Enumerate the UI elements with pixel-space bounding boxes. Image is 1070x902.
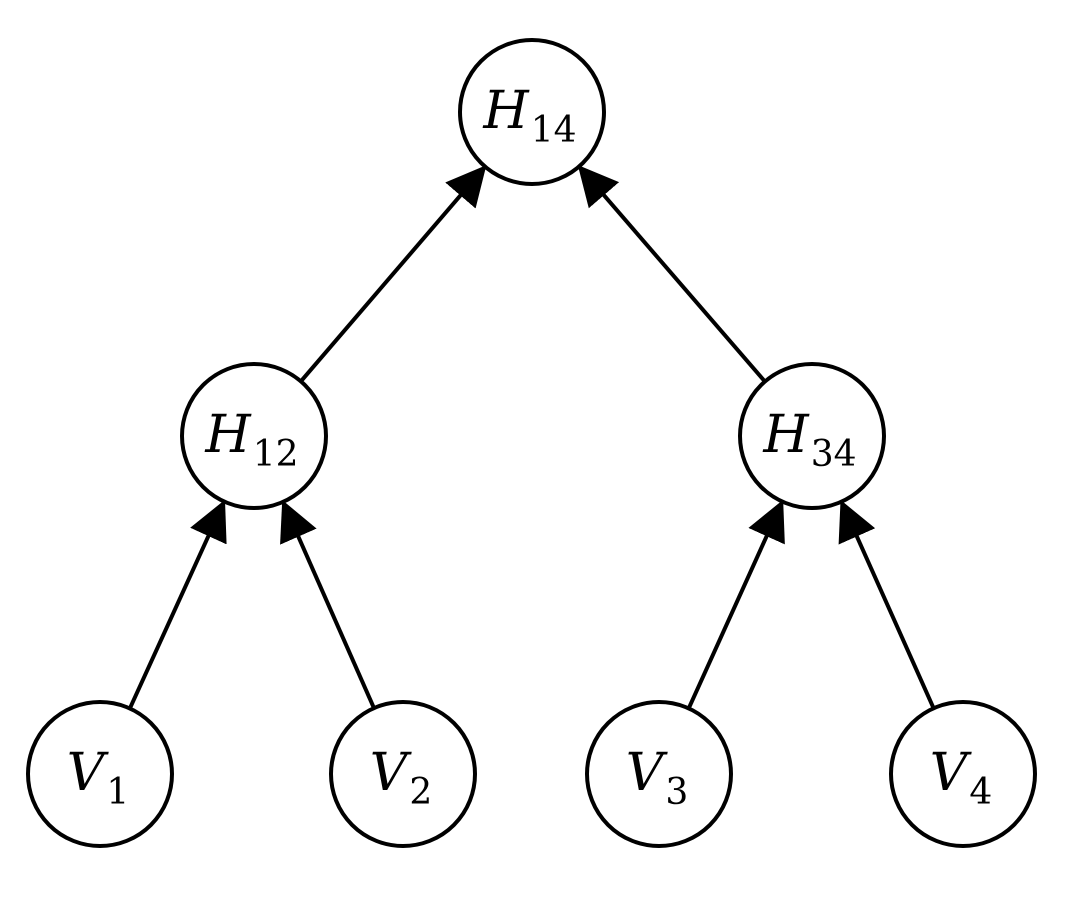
- node-circle: [585, 700, 733, 848]
- node-label-base: V: [370, 743, 412, 803]
- node-circle: [180, 362, 328, 510]
- edge-arrow-h12-to-h14: [299, 165, 487, 383]
- edge-arrow-v3-to-h34: [686, 499, 785, 710]
- node-label-subscript: 4: [969, 772, 992, 813]
- node-circle: [738, 362, 886, 510]
- edge-arrow-v2-to-h12: [280, 500, 376, 709]
- edge-arrow-v1-to-h12: [128, 499, 227, 710]
- node-circle: [26, 700, 174, 848]
- edges-layer: [128, 164, 936, 710]
- node-label-subscript: 14: [531, 110, 577, 151]
- node-label-base: H: [204, 405, 252, 465]
- node-circle: [329, 700, 477, 848]
- node-label: V3: [626, 743, 688, 813]
- node-v3: V3: [585, 700, 733, 848]
- node-label-base: V: [67, 743, 109, 803]
- node-label: V1: [67, 743, 129, 813]
- node-label-subscript: 34: [811, 434, 857, 475]
- node-circle: [889, 700, 1037, 848]
- node-v2: V2: [329, 700, 477, 848]
- node-v1: V1: [26, 700, 174, 848]
- node-h14: H14: [458, 38, 606, 186]
- node-label: H14: [482, 81, 576, 151]
- node-label-subscript: 2: [409, 772, 432, 813]
- edge-arrow-v4-to-h34: [838, 499, 936, 710]
- node-h34: H34: [738, 362, 886, 510]
- node-h12: H12: [180, 362, 328, 510]
- node-label-subscript: 1: [106, 772, 129, 813]
- node-label-subscript: 3: [665, 772, 688, 813]
- node-label-base: V: [626, 743, 668, 803]
- node-label-base: H: [482, 81, 530, 141]
- node-label: V2: [370, 743, 432, 813]
- edge-arrow-h34-to-h14: [577, 164, 767, 383]
- node-label-subscript: 12: [253, 434, 299, 475]
- node-label-base: H: [762, 405, 810, 465]
- node-v4: V4: [889, 700, 1037, 848]
- node-label-base: V: [930, 743, 972, 803]
- node-label: H34: [762, 405, 856, 475]
- node-label: H12: [204, 405, 298, 475]
- node-label: V4: [930, 743, 992, 813]
- node-circle: [458, 38, 606, 186]
